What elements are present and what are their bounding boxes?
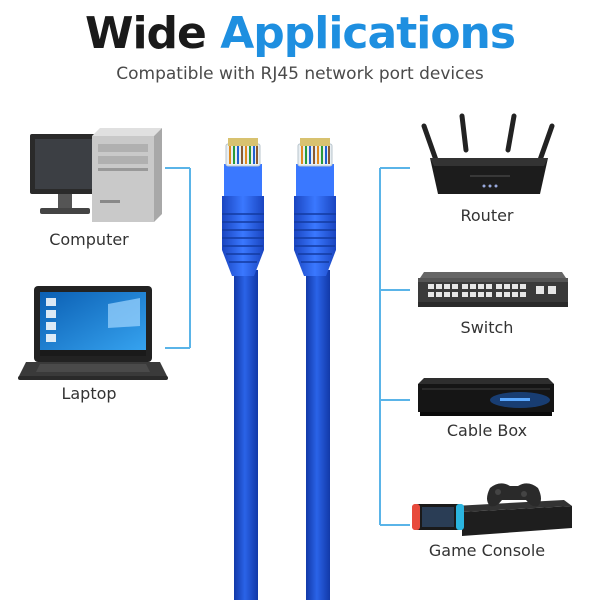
cable-box-icon [418, 378, 554, 416]
title-word-wide: Wide [84, 8, 207, 59]
label-game-console: Game Console [428, 541, 546, 560]
network-switch-icon [418, 272, 568, 307]
left-bracket [165, 167, 191, 349]
page-title: Wide Applications [0, 8, 600, 59]
laptop-icon [18, 286, 168, 380]
ethernet-cable-left [222, 138, 264, 600]
label-switch: Switch [460, 318, 514, 337]
game-console-icon [412, 483, 572, 536]
ethernet-cable-right [294, 138, 336, 600]
label-laptop: Laptop [61, 384, 117, 403]
title-word-applications: Applications [220, 8, 516, 59]
desktop-computer-icon [30, 128, 162, 222]
label-computer: Computer [49, 230, 129, 249]
right-bracket [379, 167, 410, 526]
subtitle: Compatible with RJ45 network port device… [116, 64, 484, 84]
router-icon [421, 113, 555, 194]
label-cable-box: Cable Box [446, 421, 528, 440]
label-router: Router [460, 206, 514, 225]
